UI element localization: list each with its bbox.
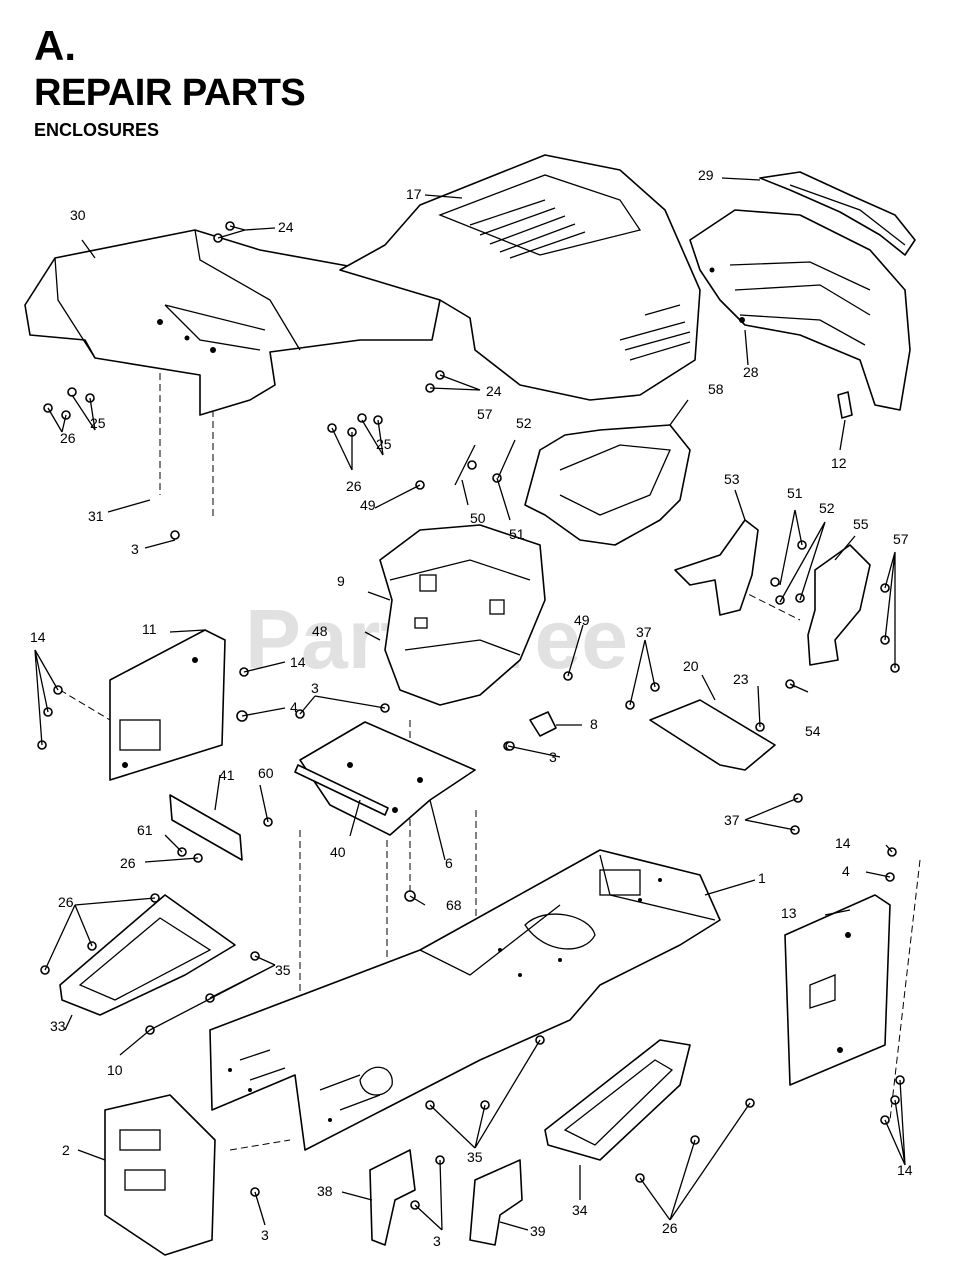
part-label-51b: 51 xyxy=(509,526,525,542)
clip-part-8 xyxy=(529,711,557,737)
rear-fender-part-30 xyxy=(24,229,441,416)
part-label-3c: 3 xyxy=(549,749,557,765)
part-label-58: 58 xyxy=(708,381,724,397)
part-label-11: 11 xyxy=(142,621,157,637)
grille-housing-part-28 xyxy=(689,209,911,411)
part-label-20: 20 xyxy=(683,658,699,674)
part-label-4: 4 xyxy=(290,699,298,715)
part-label-49: 49 xyxy=(360,497,376,513)
part-label-3e: 3 xyxy=(433,1233,441,1249)
leader-lines xyxy=(34,177,906,1231)
part-label-52: 52 xyxy=(516,415,532,431)
part-label-60: 60 xyxy=(258,765,274,781)
part-label-30: 30 xyxy=(70,207,86,223)
footrest-part-33 xyxy=(59,894,236,1016)
part-label-49b: 49 xyxy=(574,612,590,628)
part-label-14d: 14 xyxy=(897,1162,913,1178)
part-label-55: 55 xyxy=(853,516,869,532)
section-subtitle: ENCLOSURES xyxy=(34,120,160,140)
part-label-50: 50 xyxy=(470,510,486,526)
shroud-part-58 xyxy=(524,424,691,546)
footrest-part-34 xyxy=(544,1039,691,1161)
part-label-61: 61 xyxy=(137,822,153,838)
part-label-28: 28 xyxy=(743,364,759,380)
part-label-53: 53 xyxy=(724,471,740,487)
part-label-48: 48 xyxy=(312,623,328,639)
part-label-14: 14 xyxy=(30,629,46,645)
part-label-14c: 14 xyxy=(835,835,851,851)
part-label-26c: 26 xyxy=(120,855,136,871)
part-label-17: 17 xyxy=(406,186,422,202)
part-label-39: 39 xyxy=(530,1223,546,1239)
part-label-10: 10 xyxy=(107,1062,123,1078)
part-label-1: 1 xyxy=(758,870,766,886)
clip-part-12 xyxy=(837,391,853,419)
part-label-26b: 26 xyxy=(346,478,362,494)
part-label-3: 3 xyxy=(131,541,139,557)
part-label-23: 23 xyxy=(733,671,749,687)
bracket-part-55 xyxy=(807,544,871,666)
plate-part-20 xyxy=(649,699,776,771)
part-label-37b: 37 xyxy=(724,812,740,828)
part-label-52b: 52 xyxy=(819,500,835,516)
part-label-2: 2 xyxy=(62,1142,70,1158)
side-panel-part-13 xyxy=(784,894,891,1086)
part-label-37: 37 xyxy=(636,624,652,640)
bracket-part-38 xyxy=(369,1149,416,1246)
part-label-35: 35 xyxy=(275,962,291,978)
part-label-26: 26 xyxy=(60,430,76,446)
side-panel-part-11 xyxy=(109,629,226,781)
dash-panel-part-9 xyxy=(379,524,546,706)
main-frame-part-1 xyxy=(209,849,721,1151)
bracket-part-53 xyxy=(674,519,759,616)
part-label-41: 41 xyxy=(219,767,235,783)
part-label-26d: 26 xyxy=(58,894,74,910)
part-label-24b: 24 xyxy=(486,383,502,399)
page-title: REPAIR PARTS xyxy=(34,72,306,114)
part-label-9: 9 xyxy=(337,573,345,589)
part-label-25b: 25 xyxy=(376,436,392,452)
part-label-3d: 3 xyxy=(261,1227,269,1243)
part-label-29: 29 xyxy=(698,167,714,183)
part-label-4b: 4 xyxy=(842,863,850,879)
part-label-35b: 35 xyxy=(467,1149,483,1165)
part-label-57: 57 xyxy=(477,406,493,422)
bracket-part-39 xyxy=(469,1159,523,1246)
part-label-57b: 57 xyxy=(893,531,909,547)
hood-part-17 xyxy=(339,154,701,401)
part-label-3b: 3 xyxy=(311,680,319,696)
bar-part-40 xyxy=(294,764,389,816)
part-label-25: 25 xyxy=(90,415,106,431)
part-label-54: 54 xyxy=(805,723,821,739)
section-letter: A. xyxy=(34,22,76,69)
part-label-24: 24 xyxy=(278,219,294,235)
grille-strip-part-29 xyxy=(759,171,916,256)
plate-part-41 xyxy=(169,794,243,861)
part-label-31: 31 xyxy=(88,508,104,524)
part-label-51: 51 xyxy=(787,485,803,501)
part-label-38: 38 xyxy=(317,1183,333,1199)
part-label-14b: 14 xyxy=(290,654,306,670)
part-label-8: 8 xyxy=(590,716,598,732)
part-label-12: 12 xyxy=(831,455,847,471)
part-label-33: 33 xyxy=(50,1018,66,1034)
part-number-labels: 29 17 24 30 24 28 58 25 26 57 52 25 26 1… xyxy=(30,167,913,1249)
part-label-6: 6 xyxy=(445,855,453,871)
front-plate-part-2 xyxy=(104,1094,216,1256)
part-label-40: 40 xyxy=(330,844,346,860)
part-label-34: 34 xyxy=(572,1202,588,1218)
part-label-13: 13 xyxy=(781,905,797,921)
part-label-68: 68 xyxy=(446,897,462,913)
part-label-26e: 26 xyxy=(662,1220,678,1236)
